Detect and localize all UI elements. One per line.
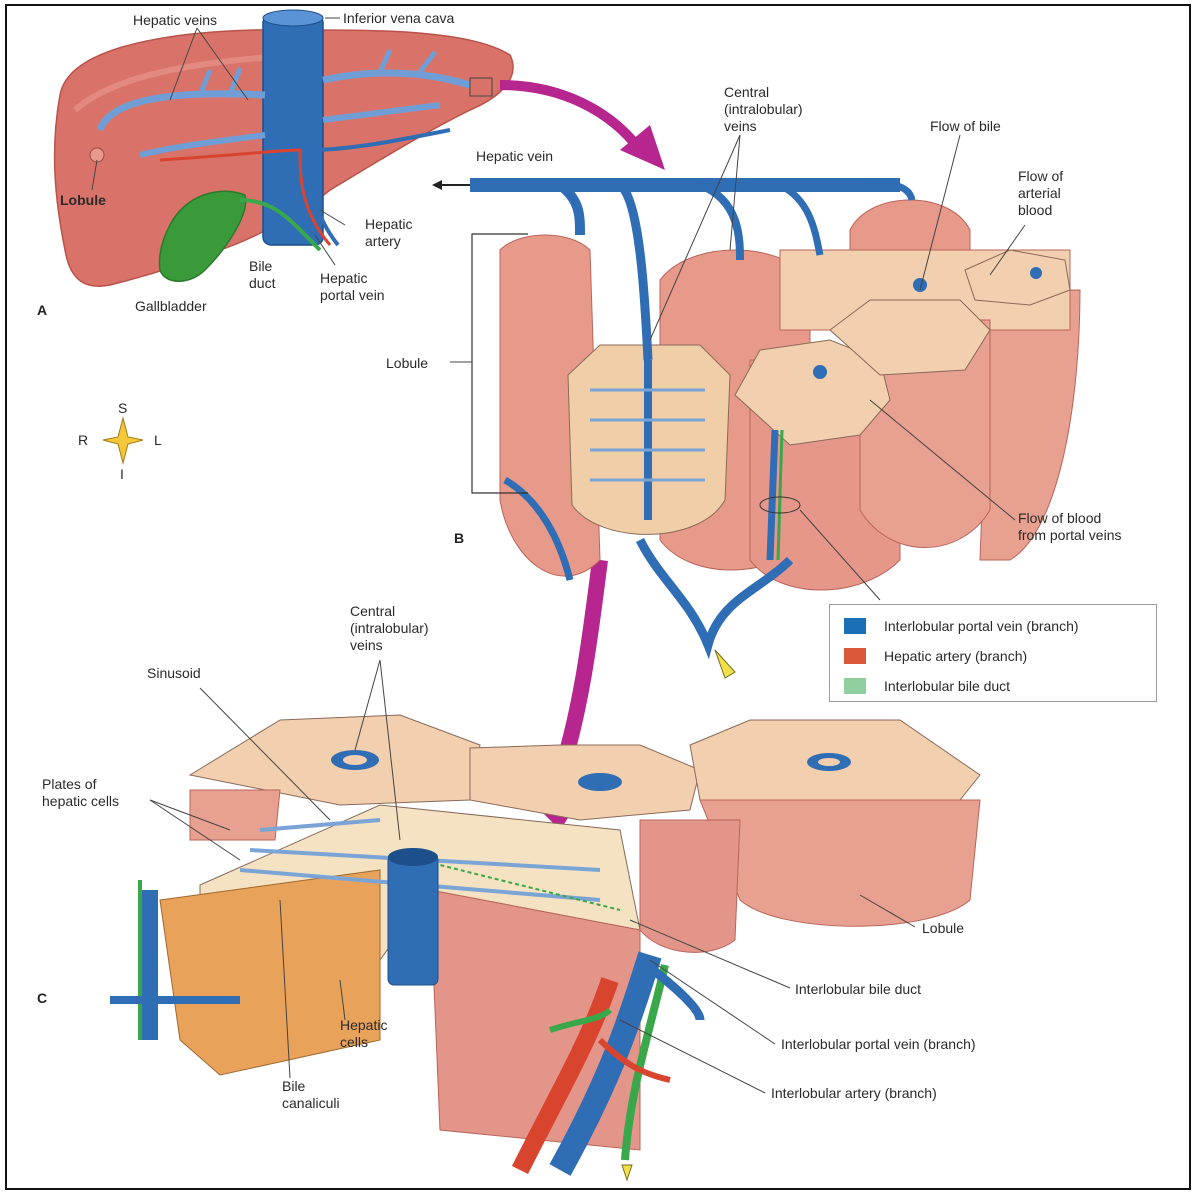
magnify-arrow-a-to-b <box>500 85 640 150</box>
legend-swatch-portal-vein <box>844 618 866 634</box>
label-interlobular-portal-vein: Interlobular portal vein (branch) <box>781 1036 976 1053</box>
label-central-veins-c: Central (intralobular) veins <box>350 603 429 654</box>
legend-label-portal-vein: Interlobular portal vein (branch) <box>884 618 1079 634</box>
compass-s: S <box>118 400 127 417</box>
label-sinusoid: Sinusoid <box>147 665 201 682</box>
lobule-section-panel-c <box>110 715 980 1180</box>
label-flow-from-portal-veins: Flow of blood from portal veins <box>1018 510 1121 544</box>
legend-item-hepatic-artery: Hepatic artery (branch) <box>844 645 1027 667</box>
inferior-vena-cava-shape <box>263 15 323 245</box>
label-flow-of-arterial-blood: Flow of arterial blood <box>1018 168 1063 219</box>
label-plates-of-hepatic-cells: Plates of hepatic cells <box>42 776 119 810</box>
label-flow-of-bile: Flow of bile <box>930 118 1001 135</box>
legend-label-hepatic-artery: Hepatic artery (branch) <box>884 648 1027 664</box>
liver-panel-a <box>55 10 513 286</box>
compass-rose <box>103 418 143 463</box>
label-gallbladder: Gallbladder <box>135 298 207 315</box>
legend-label-bile-duct: Interlobular bile duct <box>884 678 1010 694</box>
panel-letter-c: C <box>37 990 47 1006</box>
legend-swatch-hepatic-artery <box>844 648 866 664</box>
label-hepatic-veins: Hepatic veins <box>133 12 217 29</box>
label-hepatic-artery-a: Hepatic artery <box>365 216 412 250</box>
label-bile-duct-a: Bile duct <box>249 258 275 292</box>
label-inferior-vena-cava: Inferior vena cava <box>343 10 454 27</box>
compass-i: I <box>120 466 124 483</box>
legend-item-bile-duct: Interlobular bile duct <box>844 675 1010 697</box>
label-bile-canaliculi: Bile canaliculi <box>282 1078 340 1112</box>
panel-letter-a: A <box>37 302 47 318</box>
compass-l: L <box>154 432 162 449</box>
label-lobule-b: Lobule <box>386 355 428 372</box>
label-lobule-c: Lobule <box>922 920 964 937</box>
label-interlobular-artery: Interlobular artery (branch) <box>771 1085 937 1102</box>
label-central-veins-b: Central (intralobular) veins <box>724 84 803 135</box>
label-interlobular-bile-duct: Interlobular bile duct <box>795 981 921 998</box>
label-hepatic-portal-vein: Hepatic portal vein <box>320 270 385 304</box>
legend-item-portal-vein: Interlobular portal vein (branch) <box>844 615 1079 637</box>
compass-r: R <box>78 432 88 449</box>
label-hepatic-cells: Hepatic cells <box>340 1017 387 1051</box>
legend-swatch-bile-duct <box>844 678 866 694</box>
legend: Interlobular portal vein (branch) Hepati… <box>829 604 1157 702</box>
label-lobule-a: Lobule <box>60 192 106 209</box>
label-hepatic-vein-b: Hepatic vein <box>476 148 553 165</box>
panel-letter-b: B <box>454 530 464 546</box>
